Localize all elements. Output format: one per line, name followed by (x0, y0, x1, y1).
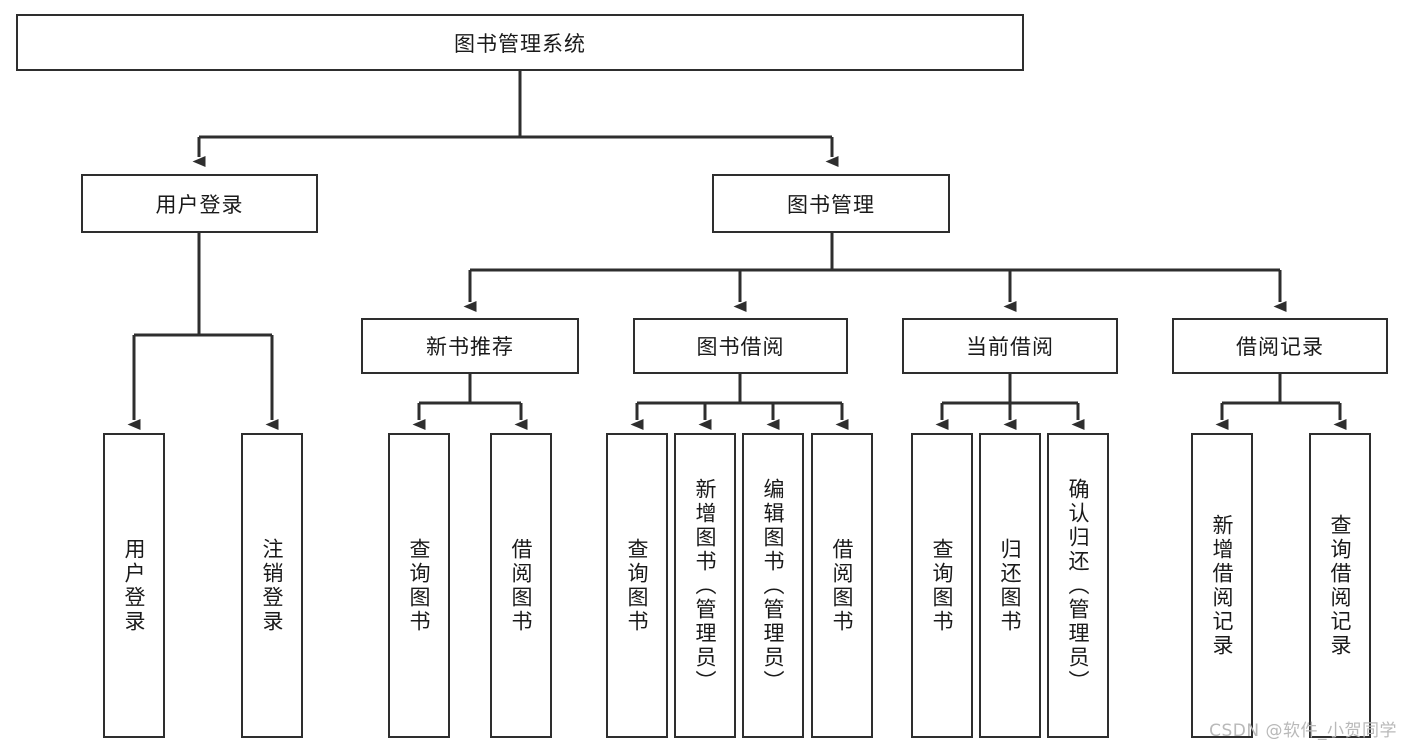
node-new-book-recommend-label: 新书推荐 (426, 335, 514, 359)
node-current-borrow[interactable]: 当前借阅 (902, 318, 1118, 374)
node-leaf-logout-login-label: 注销登录 (260, 537, 285, 634)
node-book-borrow[interactable]: 图书借阅 (633, 318, 848, 374)
node-leaf-query-borrow-record-label: 查询借阅记录 (1328, 513, 1353, 658)
node-leaf-add-book-admin-label: 新增图书（管理员） (693, 477, 718, 694)
node-leaf-borrow-book-1[interactable]: 借阅图书 (490, 433, 552, 738)
node-leaf-user-login[interactable]: 用户登录 (103, 433, 165, 738)
node-root-label: 图书管理系统 (454, 31, 586, 56)
node-leaf-edit-book-admin[interactable]: 编辑图书（管理员） (742, 433, 804, 738)
node-leaf-borrow-book-2-label: 借阅图书 (830, 537, 855, 634)
node-leaf-query-borrow-record[interactable]: 查询借阅记录 (1309, 433, 1371, 738)
node-leaf-query-book-3-label: 查询图书 (930, 537, 955, 634)
node-leaf-query-book-2-label: 查询图书 (625, 537, 650, 634)
node-new-book-recommend[interactable]: 新书推荐 (361, 318, 579, 374)
csdn-watermark: CSDN @软件_小贺同学 (1209, 721, 1397, 741)
node-leaf-add-borrow-record[interactable]: 新增借阅记录 (1191, 433, 1253, 738)
node-leaf-user-login-label: 用户登录 (122, 537, 147, 634)
node-leaf-query-book-1-label: 查询图书 (407, 537, 432, 634)
node-leaf-add-borrow-record-label: 新增借阅记录 (1210, 513, 1235, 658)
node-borrow-record[interactable]: 借阅记录 (1172, 318, 1388, 374)
node-book-management-label: 图书管理 (787, 192, 875, 217)
node-leaf-confirm-return-admin[interactable]: 确认归还（管理员） (1047, 433, 1109, 738)
node-book-management[interactable]: 图书管理 (712, 174, 950, 233)
node-user-login[interactable]: 用户登录 (81, 174, 318, 233)
node-leaf-edit-book-admin-label: 编辑图书（管理员） (761, 477, 786, 694)
node-leaf-confirm-return-admin-label: 确认归还（管理员） (1066, 477, 1091, 694)
node-leaf-query-book-1[interactable]: 查询图书 (388, 433, 450, 738)
node-root[interactable]: 图书管理系统 (16, 14, 1024, 71)
node-book-borrow-label: 图书借阅 (696, 335, 785, 359)
node-borrow-record-label: 借阅记录 (1236, 335, 1324, 359)
node-leaf-return-book-label: 归还图书 (998, 537, 1023, 634)
node-leaf-query-book-2[interactable]: 查询图书 (606, 433, 668, 738)
node-leaf-borrow-book-1-label: 借阅图书 (509, 537, 534, 634)
node-leaf-borrow-book-2[interactable]: 借阅图书 (811, 433, 873, 738)
node-user-login-label: 用户登录 (155, 192, 244, 217)
node-leaf-logout-login[interactable]: 注销登录 (241, 433, 303, 738)
node-leaf-return-book[interactable]: 归还图书 (979, 433, 1041, 738)
node-current-borrow-label: 当前借阅 (966, 335, 1054, 359)
node-leaf-add-book-admin[interactable]: 新增图书（管理员） (674, 433, 736, 738)
node-leaf-query-book-3[interactable]: 查询图书 (911, 433, 973, 738)
